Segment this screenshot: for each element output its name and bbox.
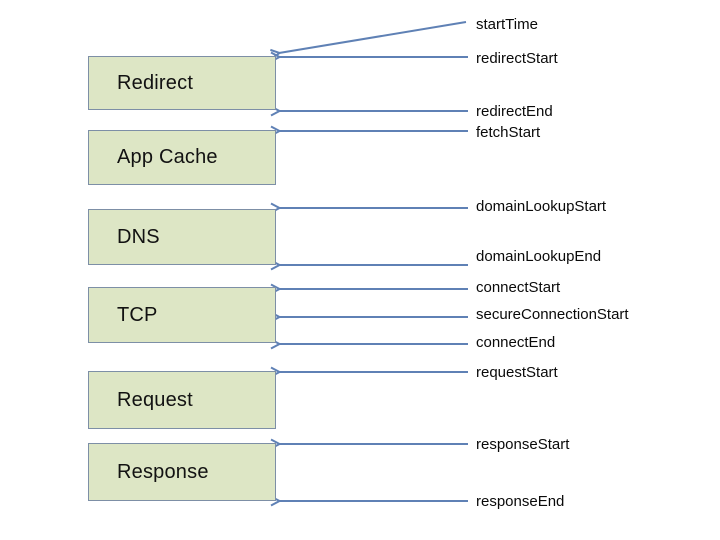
box-dns-label: DNS xyxy=(117,225,160,248)
box-app-cache: App Cache xyxy=(88,130,276,185)
arrow-starttime xyxy=(270,21,467,60)
box-tcp: TCP xyxy=(88,287,276,343)
event-label-responsestart: responseStart xyxy=(476,436,570,453)
event-label-redirectstart: redirectStart xyxy=(476,50,558,67)
box-tcp-label: TCP xyxy=(117,303,158,326)
box-response-label: Response xyxy=(117,460,209,483)
event-label-connectend: connectEnd xyxy=(476,334,556,351)
event-label-responseend: responseEnd xyxy=(476,493,565,510)
event-label-starttime: startTime xyxy=(476,16,538,33)
box-redirect: Redirect xyxy=(88,56,276,110)
event-label-connectstart: connectStart xyxy=(476,279,561,296)
box-response: Response xyxy=(88,443,276,501)
box-request: Request xyxy=(88,371,276,429)
box-request-label: Request xyxy=(117,388,193,411)
event-label-domainlookupend: domainLookupEnd xyxy=(476,248,602,265)
box-redirect-label: Redirect xyxy=(117,71,194,94)
event-label-domainlookupstart: domainLookupStart xyxy=(476,198,607,215)
event-label-secureconnectionstart: secureConnectionStart xyxy=(476,306,629,323)
box-dns: DNS xyxy=(88,209,276,265)
event-label-requeststart: requestStart xyxy=(476,364,558,381)
event-label-fetchstart: fetchStart xyxy=(476,124,541,141)
box-app-cache-label: App Cache xyxy=(117,146,218,168)
event-label-redirectend: redirectEnd xyxy=(476,103,553,120)
